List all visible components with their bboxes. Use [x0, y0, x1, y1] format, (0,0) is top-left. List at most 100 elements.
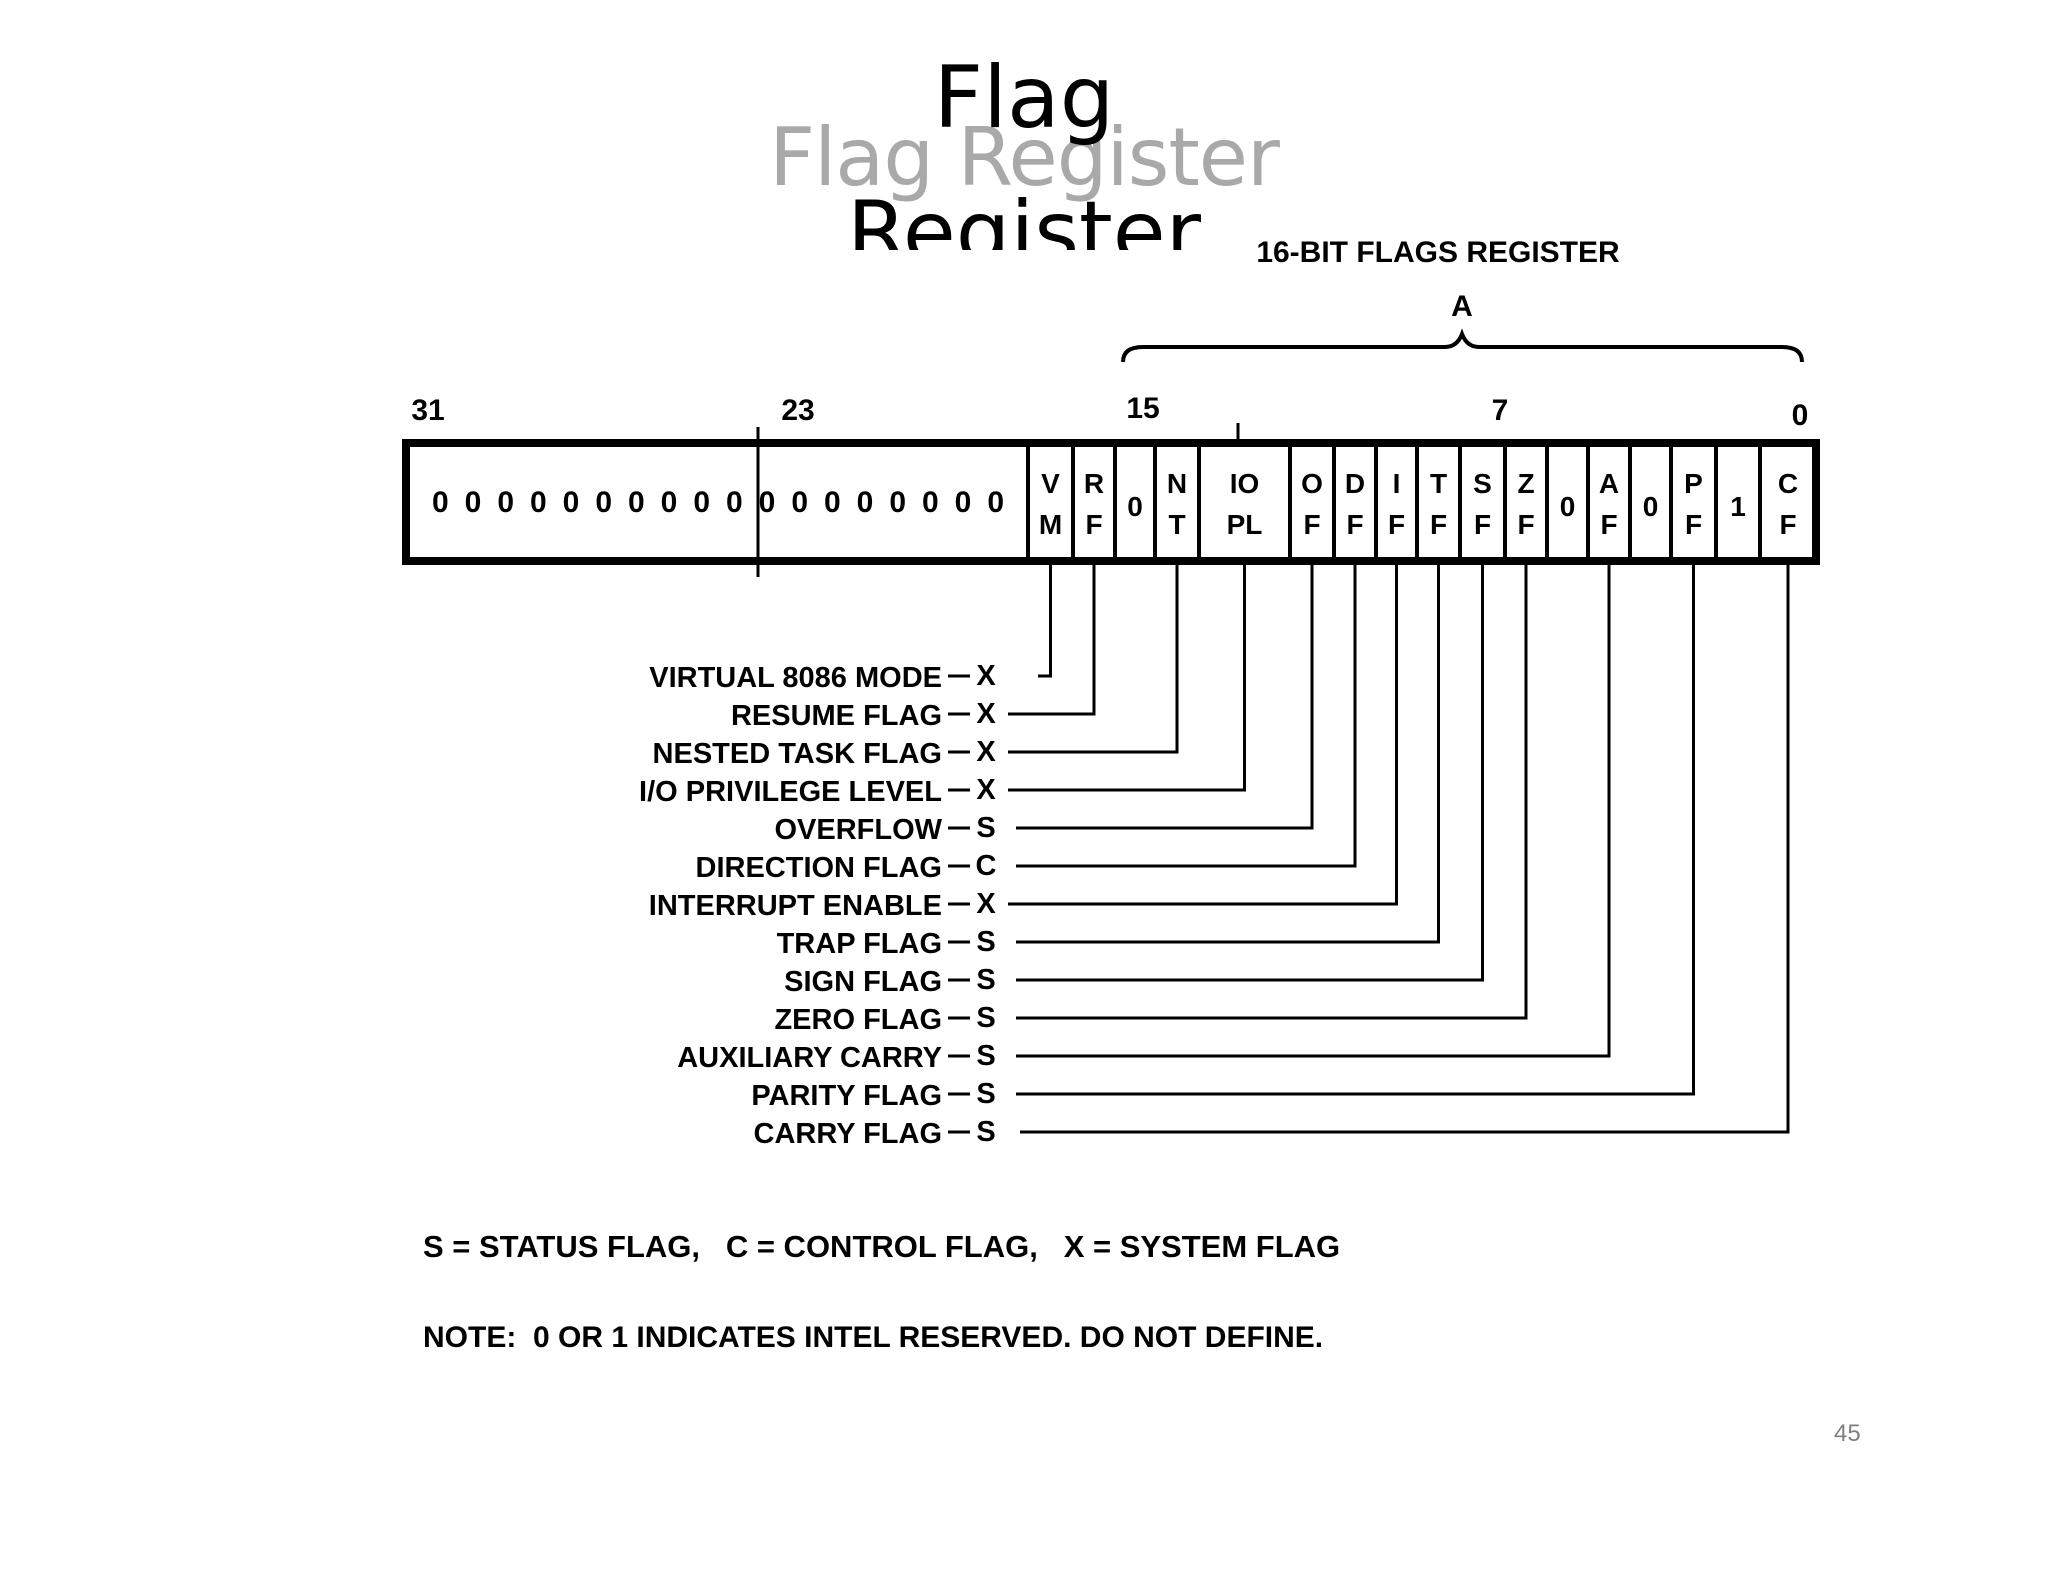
flag-type: S — [976, 964, 995, 996]
flag-cell-cf: CF — [1778, 468, 1798, 540]
flag-cell-bottom: F — [1430, 509, 1447, 540]
flag-cell-rf: RF — [1084, 468, 1104, 540]
flag-cell-r1: 1 — [1730, 491, 1746, 522]
bit-number-23: 23 — [781, 394, 814, 427]
slide-title-line-1: Flag — [933, 48, 1115, 148]
leader-line-cf — [1020, 561, 1790, 1134]
flag-cell-bottom: F — [1085, 509, 1102, 540]
reserved-zero-bits: 0 0 0 0 0 0 0 0 0 0 0 0 0 0 0 0 0 0 — [432, 486, 1004, 519]
flag-type: C — [976, 850, 997, 882]
leader-line-sf — [1016, 561, 1484, 982]
flag-type: X — [976, 888, 996, 920]
flag-cell-af: AF — [1599, 468, 1619, 540]
flag-cell-bottom: F — [1685, 509, 1702, 540]
flag-cell-bottom: F — [1346, 509, 1363, 540]
bit-number-7: 7 — [1492, 394, 1509, 427]
flag-name: OVERFLOW — [774, 814, 942, 846]
leader-line-tf — [1016, 561, 1440, 944]
slide-title-line-2: Register — [846, 190, 1202, 250]
register-box — [402, 439, 1820, 565]
diagram-heading: 16-BIT FLAGS REGISTER — [1256, 236, 1620, 269]
bit-number-15: 15 — [1126, 392, 1159, 425]
flag-type: X — [976, 774, 996, 806]
flag-cell-bottom: M — [1039, 509, 1062, 540]
flag-cell-bottom: T — [1168, 509, 1185, 540]
flag-cell-top: N — [1167, 468, 1187, 499]
flag-type: X — [976, 660, 996, 692]
flag-cell-reserved: 0 — [1643, 491, 1659, 522]
flag-cell-zf: ZF — [1517, 468, 1534, 540]
brace — [1121, 328, 1804, 363]
flag-name: I/O PRIVILEGE LEVEL — [639, 776, 942, 808]
flag-label-iopl: I/O PRIVILEGE LEVEL X — [639, 774, 996, 808]
flag-cell-if: IF — [1388, 468, 1405, 540]
flag-cell-top: P — [1684, 468, 1703, 499]
flag-cell-top: T — [1430, 468, 1447, 499]
flag-cell-top: O — [1301, 468, 1323, 499]
page-number: 45 — [1834, 1420, 1861, 1447]
flag-name: DIRECTION FLAG — [696, 852, 943, 884]
flag-cell-tf: TF — [1430, 468, 1447, 540]
flag-cell-bottom: F — [1600, 509, 1617, 540]
flag-name: AUXILIARY CARRY — [677, 1042, 942, 1074]
flag-name: SIGN FLAG — [784, 966, 942, 998]
flag-cell-top: Z — [1517, 468, 1534, 499]
flag-cell-r3: 0 — [1643, 491, 1659, 522]
leader-line-iopl — [1008, 561, 1246, 792]
flag-cell-vm: VM — [1039, 468, 1062, 540]
flag-cell-bottom: F — [1517, 509, 1534, 540]
flag-cell-r5: 0 — [1560, 491, 1576, 522]
flag-type: S — [976, 1078, 995, 1110]
flag-name: NESTED TASK FLAG — [653, 738, 942, 770]
flag-type: X — [976, 698, 996, 730]
flag-cell-top: C — [1778, 468, 1798, 499]
flag-cell-pf: PF — [1684, 468, 1703, 540]
flag-cell-bottom: F — [1779, 509, 1796, 540]
leader-line-if — [1008, 561, 1398, 906]
flag-cell-r15: 0 — [1127, 491, 1143, 522]
flag-label-cf: CARRY FLAG S — [754, 1116, 996, 1150]
flag-type: S — [976, 1116, 995, 1148]
flag-cell-top: I — [1393, 468, 1401, 499]
flag-label-tf: TRAP FLAG S — [777, 926, 996, 960]
flag-label-if: INTERRUPT ENABLE X — [649, 888, 997, 922]
flag-cell-of: OF — [1301, 468, 1323, 540]
leader-line-rf — [1008, 561, 1096, 716]
flag-cell-top: S — [1473, 468, 1492, 499]
flag-label-of: OVERFLOW S — [774, 812, 995, 846]
flag-type: X — [976, 736, 996, 768]
flag-name: CARRY FLAG — [754, 1118, 943, 1150]
flag-cell-top: D — [1345, 468, 1365, 499]
flag-cell-top: A — [1599, 468, 1619, 499]
leader-line-df — [1016, 561, 1357, 868]
flag-cell-reserved: 1 — [1730, 491, 1746, 522]
flag-cell-reserved: 0 — [1127, 491, 1143, 522]
bit-number-0: 0 — [1792, 399, 1809, 432]
flag-cell-bottom: F — [1388, 509, 1405, 540]
flag-name: INTERRUPT ENABLE — [649, 890, 942, 922]
flag-cell-top: IO — [1230, 468, 1260, 499]
leader-line-pf — [1016, 561, 1695, 1096]
brace-label: A — [1451, 290, 1473, 323]
leader-line-vm — [1038, 561, 1052, 678]
flag-type: S — [976, 926, 995, 958]
leader-line-of — [1016, 561, 1314, 830]
note: NOTE: 0 OR 1 INDICATES INTEL RESERVED. D… — [423, 1321, 1323, 1354]
flag-type: S — [976, 812, 995, 844]
leader-line-nt — [1008, 561, 1179, 754]
flag-name: TRAP FLAG — [777, 928, 942, 960]
flag-label-sf: SIGN FLAG S — [784, 964, 996, 998]
flag-cell-df: DF — [1345, 468, 1365, 540]
flag-leader-lines — [1008, 561, 1790, 1134]
flag-cell-reserved: 0 — [1560, 491, 1576, 522]
